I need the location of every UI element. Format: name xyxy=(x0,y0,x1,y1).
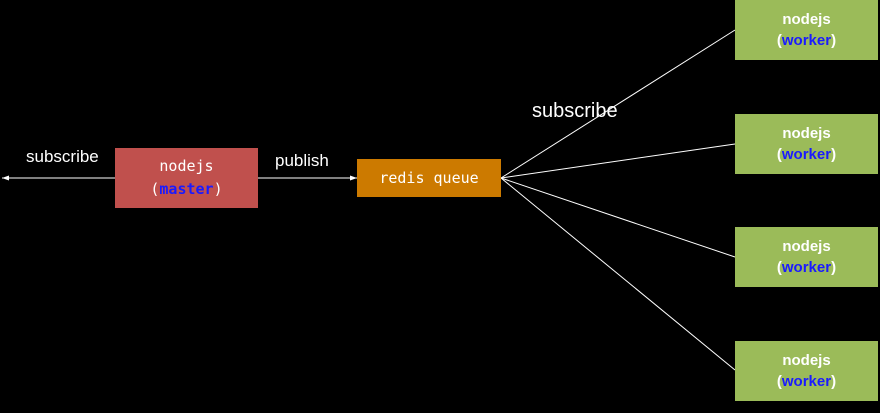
right-subscribe-label: subscribe xyxy=(532,100,618,122)
worker-node-2: nodejs (worker) xyxy=(735,114,878,174)
master-role: master xyxy=(159,180,214,198)
worker-node-name: nodejs xyxy=(782,352,831,369)
master-node-name: nodejs xyxy=(159,157,214,175)
worker-node-4: nodejs (worker) xyxy=(735,341,878,401)
master-node: nodejs (master) xyxy=(115,148,258,208)
redis-queue-node: redis queue xyxy=(357,159,501,197)
worker-node-1: nodejs (worker) xyxy=(735,0,878,60)
worker-close-paren: ) xyxy=(831,373,837,390)
publish-label: publish xyxy=(275,151,329,170)
worker-role: worker xyxy=(781,146,832,163)
worker-node-name: nodejs xyxy=(782,125,831,142)
master-close-paren: ) xyxy=(213,180,223,198)
left-subscribe-label: subscribe xyxy=(26,147,99,166)
fanout-line-worker-4 xyxy=(500,177,736,371)
worker-open-paren: ( xyxy=(776,146,782,163)
worker-role: worker xyxy=(781,373,832,390)
fanout-line-worker-2 xyxy=(500,143,736,179)
worker-open-paren: ( xyxy=(776,259,782,276)
worker-close-paren: ) xyxy=(831,259,837,276)
fanout-line-worker-1 xyxy=(500,29,736,179)
worker-open-paren: ( xyxy=(776,373,782,390)
worker-node-name: nodejs xyxy=(782,238,831,255)
worker-close-paren: ) xyxy=(831,146,837,163)
master-node-role-line: (master) xyxy=(150,178,222,201)
worker-node-role-line: (worker) xyxy=(777,257,836,278)
worker-node-role-line: (worker) xyxy=(777,371,836,392)
master-open-paren: ( xyxy=(150,180,160,198)
worker-close-paren: ) xyxy=(831,32,837,49)
worker-node-name: nodejs xyxy=(782,11,831,28)
worker-node-role-line: (worker) xyxy=(777,30,836,51)
worker-open-paren: ( xyxy=(776,32,782,49)
worker-role: worker xyxy=(781,32,832,49)
worker-node-3: nodejs (worker) xyxy=(735,227,878,287)
worker-role: worker xyxy=(781,259,832,276)
fanout-line-worker-3 xyxy=(500,177,736,258)
worker-node-role-line: (worker) xyxy=(777,144,836,165)
redis-queue-label: redis queue xyxy=(379,169,479,187)
